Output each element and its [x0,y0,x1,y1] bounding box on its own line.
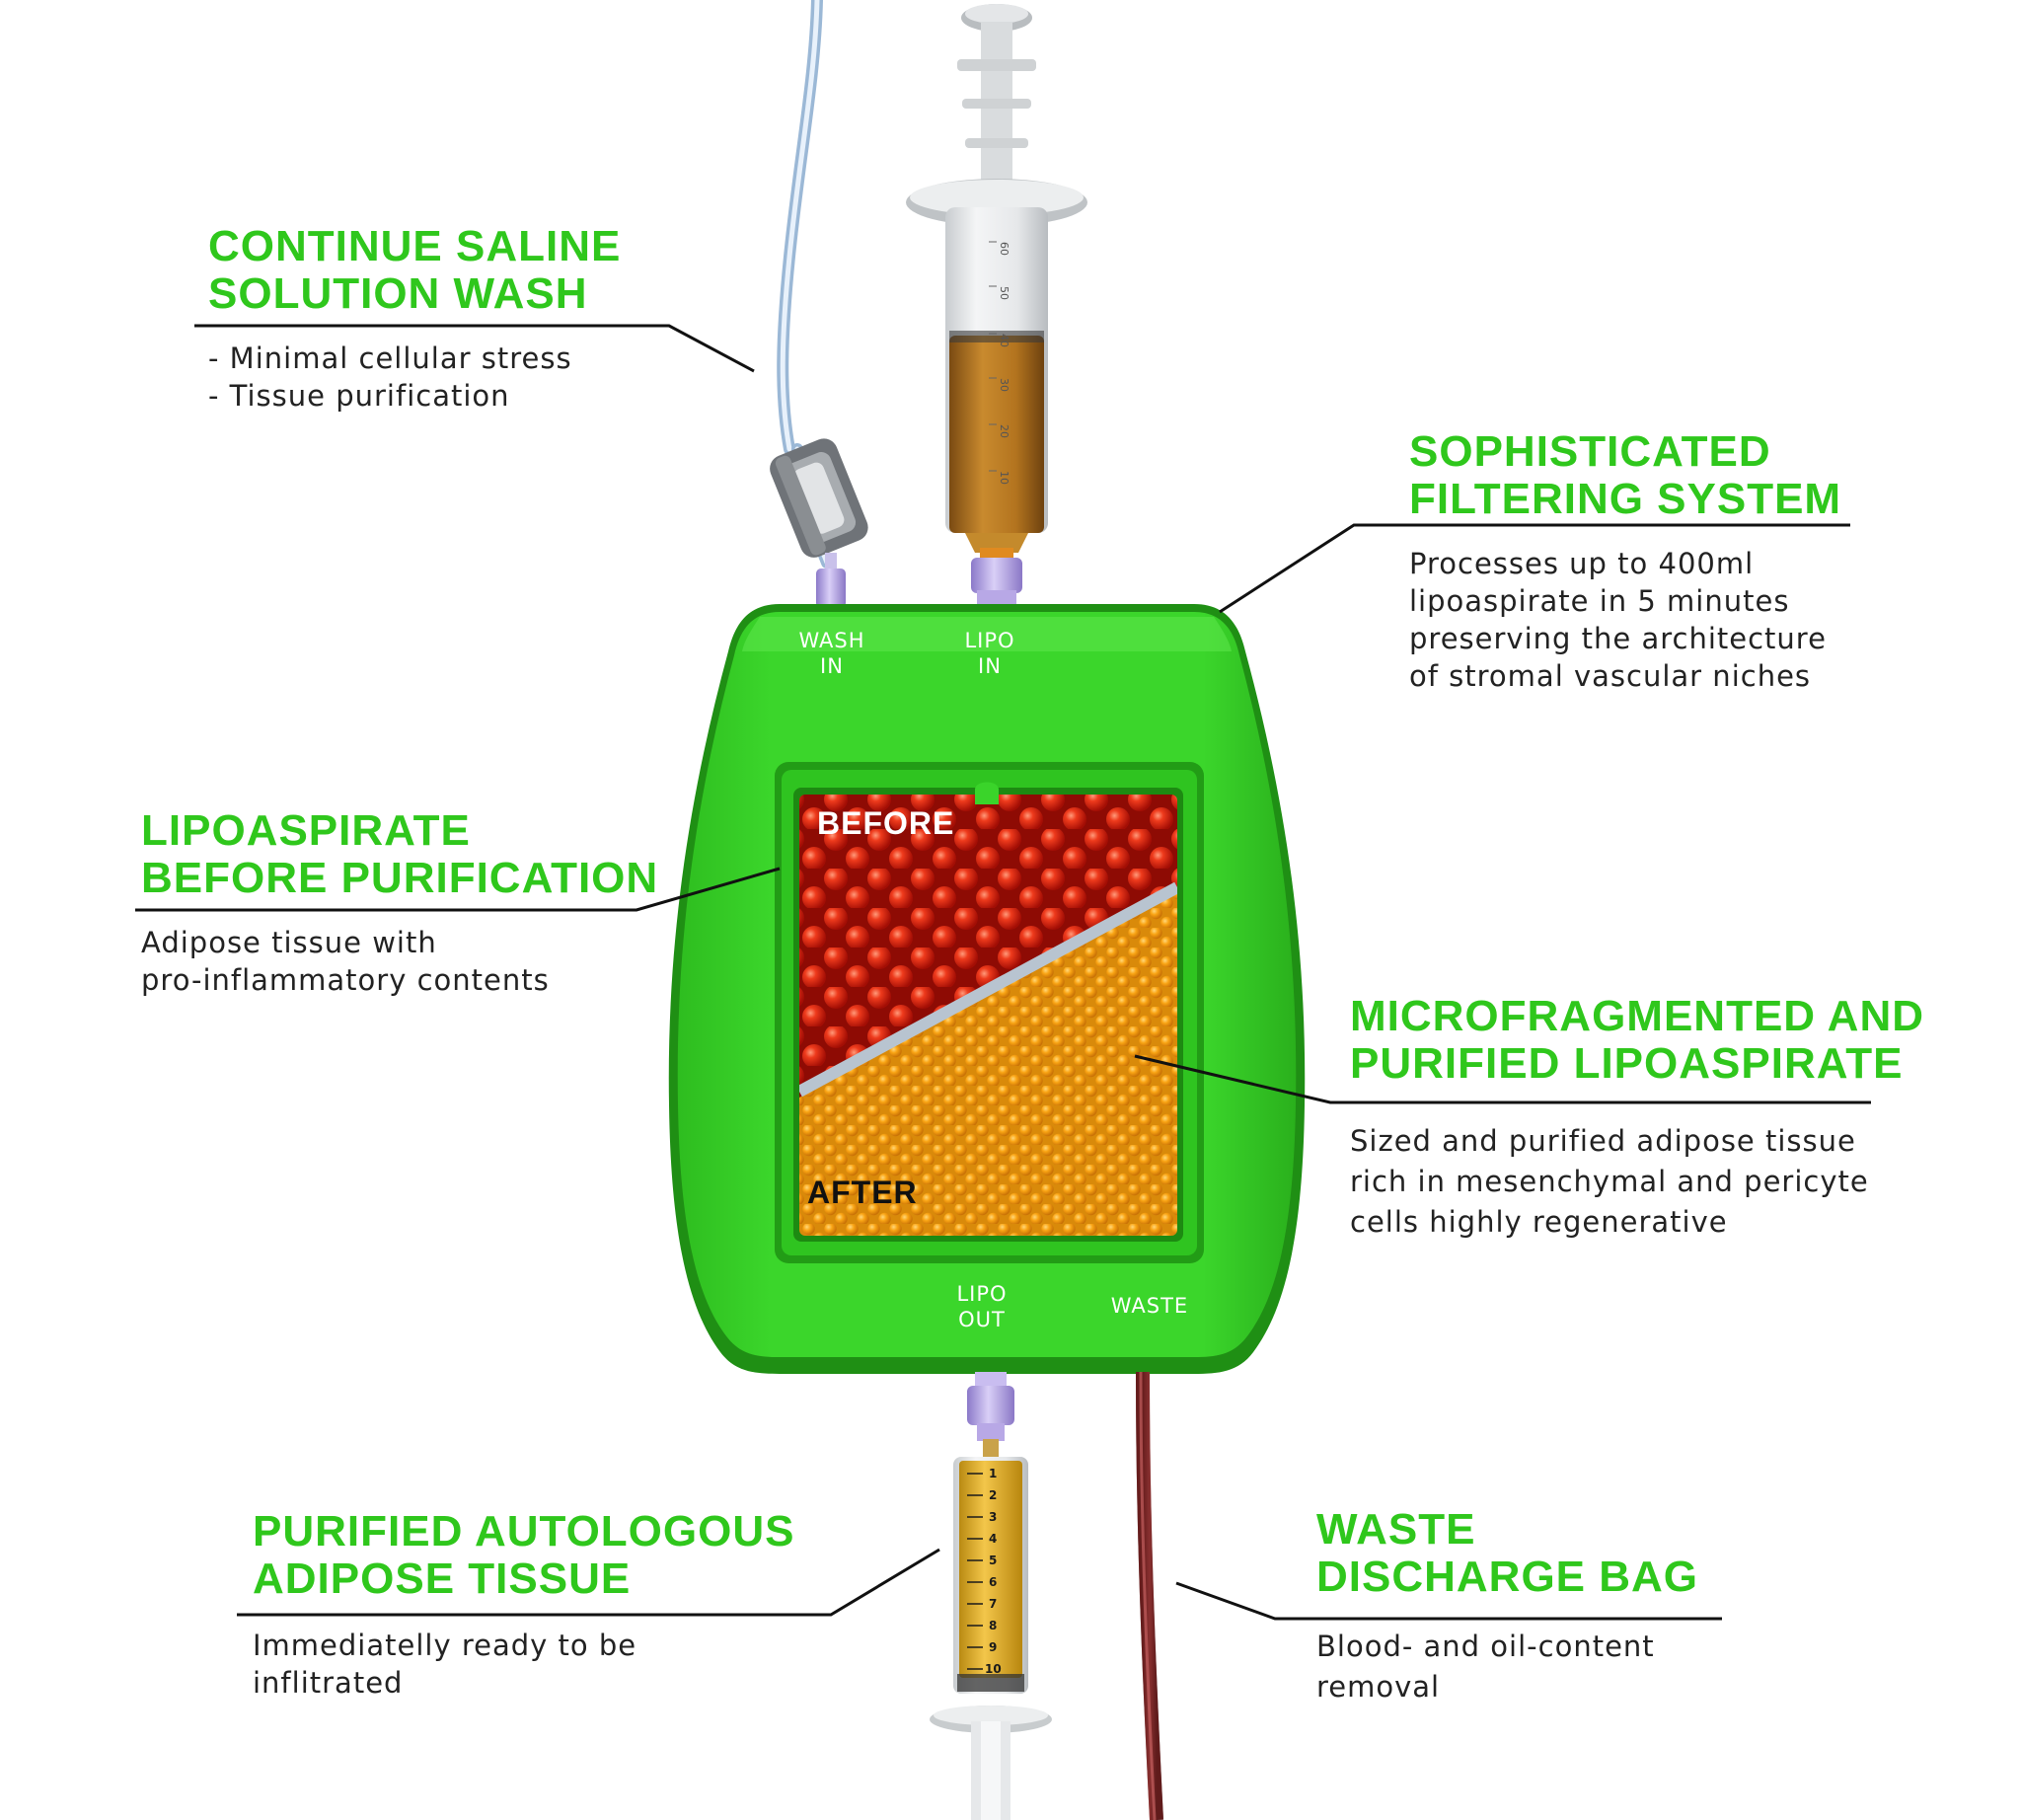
scale-mark: 9 [989,1640,997,1654]
body-line: Adipose tissue with [141,926,437,959]
scale-mark: 4 [989,1532,997,1546]
port-label-line: IN [978,654,1002,678]
callout-saline-wash: CONTINUE SALINE SOLUTION WASH - Minimal … [208,223,621,415]
window-notch [975,782,999,804]
callout-body: Processes up to 400ml lipoaspirate in 5 … [1409,545,1841,695]
callout-autologous-tissue: PURIFIED AUTOLOGOUS ADIPOSE TISSUE Immed… [253,1508,794,1702]
leader-before [135,867,781,912]
body-line: Blood- and oil-content [1316,1630,1655,1663]
leader-autologous [237,1548,940,1617]
scale-mark: 30 [998,378,1010,392]
title-line: BEFORE PURIFICATION [141,854,659,902]
scale-mark: 10 [985,1662,1002,1676]
scale-mark: 2 [989,1488,997,1502]
callout-title: LIPOASPIRATE BEFORE PURIFICATION [141,807,658,902]
title-line: SOLUTION WASH [208,269,588,318]
title-line: PURIFIED LIPOASPIRATE [1350,1039,1904,1088]
port-label-line: WASH [798,629,865,652]
callout-body: Blood- and oil-content removal [1316,1627,1698,1707]
port-label-wash-in: WASH IN [786,628,878,679]
body-line: Sized and purified adipose tissue [1350,1124,1856,1158]
callout-title: CONTINUE SALINE SOLUTION WASH [208,223,621,318]
scale-mark: 20 [998,424,1010,438]
small-syringe-scale: 1 2 3 4 5 6 7 8 9 10 [985,1467,1002,1676]
body-line: - Tissue purification [208,379,510,413]
callout-title: PURIFIED AUTOLOGOUS ADIPOSE TISSUE [253,1508,794,1603]
scale-mark: 6 [989,1575,997,1589]
body-line: cells highly regenerative [1350,1205,1728,1239]
large-syringe-ticks [989,241,997,472]
callout-body: - Minimal cellular stress - Tissue purif… [208,340,621,415]
scale-mark: 1 [989,1467,997,1480]
body-line: removal [1316,1670,1441,1704]
port-label-lipo-in: LIPO IN [943,628,1036,679]
callout-body: Adipose tissue with pro-inflammatory con… [141,924,658,999]
port-label-line: OUT [958,1308,1006,1331]
callout-title: SOPHISTICATED FILTERING SYSTEM [1409,428,1841,523]
scale-mark: 7 [989,1597,997,1611]
title-line: DISCHARGE BAG [1316,1553,1699,1601]
scale-mark: 60 [998,242,1010,256]
separator-line [799,881,1177,1098]
body-line: rich in mesenchymal and pericyte [1350,1165,1869,1198]
callout-title: MICROFRAGMENTED AND PURIFIED LIPOASPIRAT… [1350,993,1924,1088]
callout-filtering-system: SOPHISTICATED FILTERING SYSTEM Processes… [1409,428,1841,695]
scale-mark: 5 [989,1554,997,1567]
scale-mark: 50 [998,286,1010,300]
after-label: AFTER [807,1175,918,1210]
leader-saline [194,324,755,373]
after-region [799,893,1177,1236]
body-line: Immediatelly ready to be [253,1629,637,1662]
filter-window [799,795,1177,1236]
title-line: ADIPOSE TISSUE [253,1555,632,1603]
body-line: lipoaspirate in 5 minutes [1409,584,1790,618]
lipo-out-connector [967,1372,1014,1441]
port-label-line: WASTE [1110,1294,1189,1318]
body-line: preserving the architecture [1409,622,1827,655]
waste-tube [1136,1371,1163,1820]
small-syringe [930,1439,1052,1820]
callout-waste-bag: WASTE DISCHARGE BAG Blood- and oil-conte… [1316,1506,1698,1707]
port-label-line: IN [820,654,844,678]
title-line: FILTERING SYSTEM [1409,475,1842,523]
body-line: of stromal vascular niches [1409,659,1812,693]
title-line: CONTINUE SALINE [208,222,622,270]
port-label-line: LIPO [956,1282,1008,1306]
body-line: - Minimal cellular stress [208,341,572,375]
small-syringe-ticks [967,1473,983,1670]
leader-filtering [1219,523,1850,614]
callout-before-purification: LIPOASPIRATE BEFORE PURIFICATION Adipose… [141,807,658,999]
title-line: SOPHISTICATED [1409,427,1771,476]
title-line: MICROFRAGMENTED AND [1350,992,1924,1040]
title-line: LIPOASPIRATE [141,806,471,855]
body-line: pro-inflammatory contents [141,963,550,997]
callout-body: Sized and purified adipose tissue rich i… [1350,1121,1924,1243]
before-label: BEFORE [817,805,955,841]
before-region [799,795,1177,1098]
scale-mark: 40 [998,334,1010,347]
roller-clamp [770,438,868,558]
large-syringe [906,4,1087,562]
title-line: WASTE [1316,1505,1476,1554]
port-label-lipo-out: LIPO OUT [936,1281,1028,1332]
body-line: Processes up to 400ml [1409,547,1755,580]
scale-mark: 10 [998,471,1010,485]
title-line: PURIFIED AUTOLOGOUS [253,1507,795,1555]
callout-microfragmented: MICROFRAGMENTED AND PURIFIED LIPOASPIRAT… [1350,993,1924,1243]
port-label-waste: WASTE [1095,1293,1204,1319]
leader-micro [1134,1054,1871,1104]
scale-mark: 3 [989,1510,997,1524]
leader-lines [135,324,1871,1621]
leader-waste [1175,1581,1722,1621]
scale-mark: 8 [989,1619,997,1632]
port-label-line: LIPO [964,629,1015,652]
callout-title: WASTE DISCHARGE BAG [1316,1506,1698,1601]
large-syringe-scale: 60 50 40 30 20 10 [998,242,1010,485]
body-line: inflitrated [253,1666,404,1700]
callout-body: Immediatelly ready to be inflitrated [253,1627,794,1702]
